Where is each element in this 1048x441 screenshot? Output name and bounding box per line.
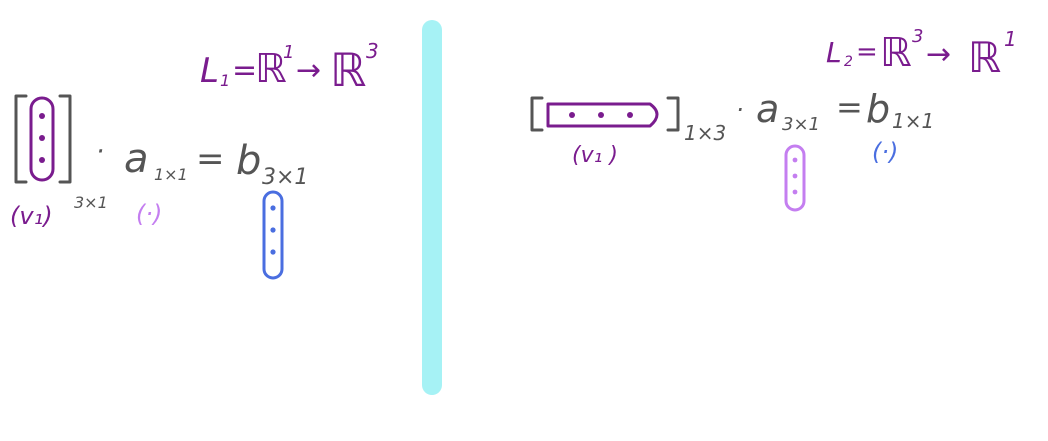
left-map-eq: = [232,53,257,88]
left-map-domain-exp: 1 [283,42,294,63]
left-dot-operator: · [96,137,104,167]
right-matrix [530,96,680,132]
right-row-dot-3 [627,112,633,118]
left-matrix-bracket-right [58,94,72,184]
left-b-column-outline [262,190,284,280]
right-map-arrow: → [926,37,951,72]
left-column-dot-1 [39,113,45,119]
right-map-codomain: ℝ [968,33,1001,82]
right-a: a [756,87,779,131]
right-map-title: L 2 = ℝ 3 → ℝ 1 [826,26,1017,82]
right-a-column-annotation [784,144,806,212]
right-a-dot-2 [792,173,798,179]
right-b-size: 1×1 [892,109,934,133]
left-column-dot-2 [39,135,45,141]
left-map-sub: 1 [220,71,230,90]
left-map-codomain-exp: 3 [366,39,379,63]
right-a-column-outline [784,144,806,212]
right-b-annotation: (·) [872,138,898,166]
left-map-codomain: ℝ [330,43,366,97]
left-matrix-size: 3×1 [74,193,108,212]
left-a-size: 1×1 [154,165,188,184]
right-row-vector-outline [546,102,659,128]
right-a-size: 3×1 [782,114,820,135]
right-map-codomain-exp: 1 [1004,27,1017,51]
left-a: a [124,136,149,182]
right-matrix-bracket-right [666,96,680,132]
left-map-domain: ℝ [255,46,287,92]
left-matrix-column-vector [29,96,55,182]
left-matrix-label: (v₁) [10,202,53,230]
left-matrix-bracket-left [14,94,28,184]
left-b: b [236,138,261,184]
left-map-name: L [200,51,219,91]
left-equals: = [196,139,225,179]
right-map-name: L [826,36,842,69]
right-b: b [866,87,890,131]
left-b-dot-3 [270,249,276,255]
right-matrix-size: 1×3 [684,121,726,145]
left-a-annotation: (·) [136,200,162,228]
right-matrix-bracket-left [530,96,544,132]
right-row-dot-2 [598,112,604,118]
left-b-dot-2 [270,227,276,233]
right-dot-operator: · [736,96,744,124]
left-b-dot-1 [270,205,276,211]
right-a-dot-1 [792,157,798,163]
right-map-domain-exp: 3 [912,26,923,47]
right-matrix-row-vector [546,102,659,128]
left-b-column-annotation [262,190,284,280]
right-map-eq: = [856,37,878,67]
right-row-dot-1 [569,112,575,118]
right-equals: = [836,88,863,126]
left-matrix [14,94,72,184]
left-map-arrow: → [296,53,321,88]
left-column-vector-outline [29,96,55,182]
right-map-sub: 2 [844,54,853,70]
left-column-dot-3 [39,157,45,163]
right-a-dot-3 [792,189,798,195]
left-b-size: 3×1 [262,165,308,190]
right-map-domain: ℝ [880,30,912,76]
left-map-title: L 1 = ℝ 1 → ℝ 3 [200,39,379,97]
right-matrix-label: (v₁ ) [572,143,618,168]
